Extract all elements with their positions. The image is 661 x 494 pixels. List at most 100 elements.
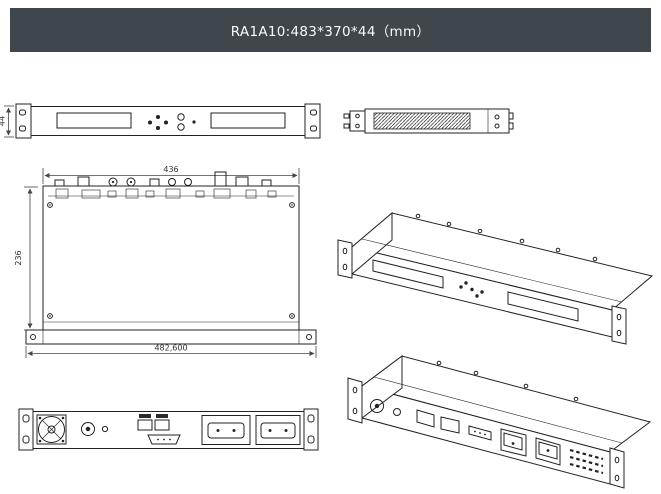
power-module-frame bbox=[201, 415, 251, 445]
connector-pin bbox=[111, 180, 115, 184]
right-rack-ear bbox=[609, 447, 625, 489]
display-window-left bbox=[56, 112, 132, 129]
dimension-text-height: 44 bbox=[0, 116, 7, 126]
front-flange bbox=[25, 329, 317, 345]
button-round bbox=[177, 123, 185, 131]
rear-view bbox=[18, 408, 319, 451]
db9-connector bbox=[147, 434, 181, 445]
component-block bbox=[125, 188, 139, 199]
component-block bbox=[267, 190, 277, 198]
iec-inlet bbox=[207, 422, 245, 439]
component-block bbox=[145, 190, 155, 198]
mounting-hole bbox=[352, 386, 358, 394]
button-round bbox=[177, 113, 185, 121]
ethernet-port bbox=[416, 409, 435, 428]
left-rack-ear bbox=[15, 103, 32, 139]
inlet-pin bbox=[284, 429, 288, 432]
screw-hole bbox=[355, 123, 360, 129]
mounting-hole bbox=[614, 474, 620, 482]
iso-front-view bbox=[337, 211, 654, 345]
mounting-hole bbox=[19, 109, 26, 116]
connector-bump bbox=[523, 383, 529, 389]
screw-center bbox=[291, 315, 293, 317]
fan-ring bbox=[38, 416, 65, 443]
mounting-hole bbox=[352, 407, 358, 415]
port-label bbox=[139, 414, 151, 418]
mounting-hole bbox=[342, 263, 348, 271]
chassis-top-outline bbox=[42, 185, 300, 331]
bnc-connector bbox=[184, 178, 192, 186]
fan-screw bbox=[38, 439, 42, 443]
dimension-text-depth: 236 bbox=[14, 250, 23, 265]
vent-slots bbox=[569, 448, 604, 475]
component-block bbox=[81, 189, 101, 199]
bracket-notch bbox=[343, 113, 350, 119]
db9-connector bbox=[468, 425, 492, 441]
small-connector bbox=[101, 425, 109, 433]
db9-pin bbox=[479, 432, 481, 434]
connector-bump bbox=[592, 256, 598, 262]
component-block bbox=[55, 188, 69, 199]
inlet-pin bbox=[511, 442, 515, 445]
connector-bump bbox=[415, 213, 421, 219]
fan-spoke bbox=[51, 419, 62, 430]
rf-connector bbox=[81, 422, 95, 436]
rf-connector bbox=[370, 399, 384, 413]
mounting-hole bbox=[19, 125, 26, 132]
screw bbox=[289, 202, 295, 208]
screw-center bbox=[49, 204, 51, 206]
bracket-notch bbox=[343, 123, 350, 129]
connector-bump bbox=[446, 221, 452, 227]
right-rack-ear bbox=[611, 305, 627, 345]
button-dot bbox=[156, 126, 160, 130]
edge-tab bbox=[508, 112, 514, 120]
db9-pin bbox=[163, 438, 165, 441]
display-window-left bbox=[372, 259, 444, 289]
connector-pin bbox=[129, 180, 133, 184]
mounting-hole bbox=[614, 456, 620, 464]
mounting-hole bbox=[616, 329, 622, 337]
db9-pin bbox=[474, 430, 476, 433]
button-dot bbox=[480, 290, 484, 294]
top-width-dimension: 436 bbox=[42, 165, 300, 184]
db9-pin bbox=[169, 438, 171, 441]
connector-bump bbox=[519, 238, 525, 244]
ethernet-port bbox=[154, 419, 170, 431]
mounting-hole bbox=[616, 313, 622, 321]
screw-hole bbox=[494, 123, 500, 129]
chassis-front-panel bbox=[30, 106, 306, 136]
power-inlet-1 bbox=[500, 428, 527, 457]
overall-width-dimension: 482,600 bbox=[25, 344, 317, 358]
vent-slot-row bbox=[569, 455, 604, 468]
connector-pin bbox=[85, 426, 91, 432]
rear-edge-connectors bbox=[415, 213, 598, 262]
fan-screw bbox=[38, 416, 42, 420]
right-rack-ear bbox=[304, 103, 321, 139]
connector-bump bbox=[555, 247, 561, 253]
connector-bump bbox=[573, 396, 579, 402]
connector bbox=[149, 178, 160, 187]
connector-bump bbox=[477, 228, 483, 234]
page-title: RA1A10:483*370*44（mm） bbox=[230, 24, 431, 40]
internal-components bbox=[43, 188, 299, 323]
vent-slot-row bbox=[569, 462, 604, 475]
connector bbox=[235, 176, 249, 187]
button-dot bbox=[470, 287, 474, 292]
button-dot bbox=[164, 120, 168, 125]
mounting-hole bbox=[22, 435, 30, 444]
mounting-hole bbox=[22, 414, 30, 423]
dimension-text-width: 436 bbox=[163, 165, 178, 174]
button-dot bbox=[192, 120, 196, 124]
fan-hub bbox=[47, 425, 56, 434]
front-panel-buttons bbox=[148, 113, 196, 131]
display-window-right bbox=[507, 291, 579, 322]
power-inlet-2 bbox=[535, 437, 561, 466]
screw-center bbox=[291, 204, 293, 206]
fan-grille bbox=[36, 414, 67, 445]
iec-inlet bbox=[260, 422, 296, 439]
ethernet-port bbox=[440, 416, 460, 434]
left-rack-ear bbox=[337, 239, 353, 279]
top-view: 436 236 bbox=[14, 165, 317, 358]
side-hatch-view bbox=[343, 108, 514, 134]
flange-hole bbox=[30, 334, 36, 340]
